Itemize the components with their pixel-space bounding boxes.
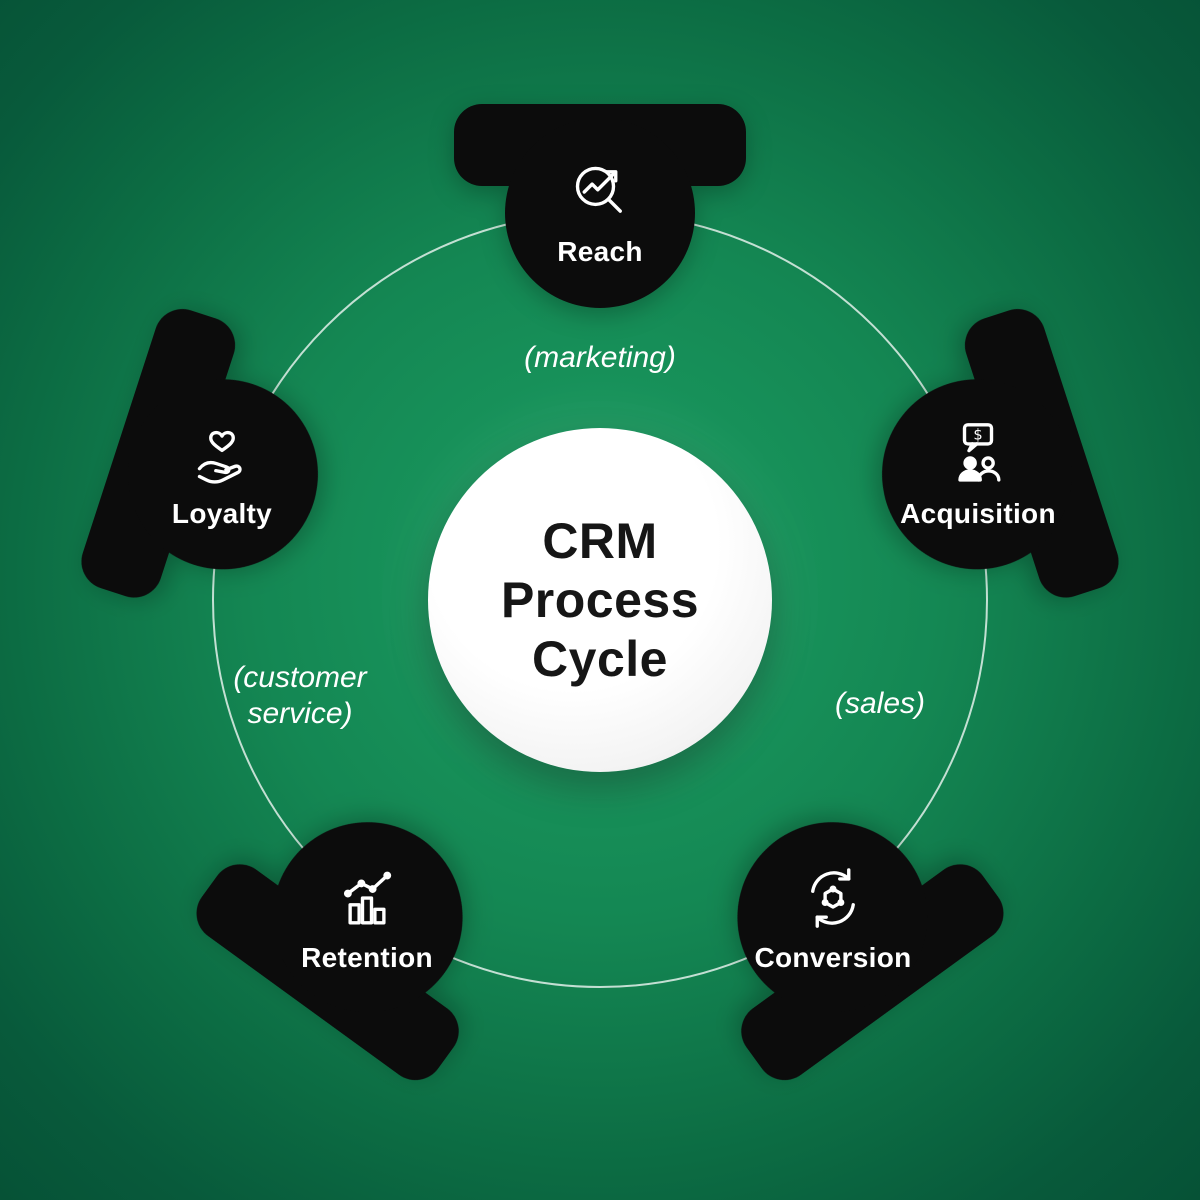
sync-arrows-hexagon-icon: [797, 862, 869, 934]
node-retention-label: Retention: [301, 942, 433, 973]
connector-label-marketing: (marketing): [524, 341, 676, 374]
people-dollar-chat-icon: $: [942, 418, 1014, 490]
center-circle: CRM Process Cycle: [428, 428, 772, 772]
node-loyalty: Loyalty: [72, 301, 372, 624]
node-conversion-label: Conversion: [754, 942, 912, 973]
title-line-2: Process: [500, 571, 700, 628]
node-conversion: Conversion: [683, 768, 1015, 1092]
search-trend-icon: [564, 156, 636, 228]
node-acquisition: $ Acquisition: [828, 301, 1128, 624]
connector-label-customer-service: (customer service): [233, 661, 367, 730]
node-reach: Reach: [450, 62, 750, 362]
title-line-3: Cycle: [532, 630, 668, 687]
bar-chart-growth-icon: [331, 862, 403, 934]
node-reach-label: Reach: [557, 236, 643, 267]
node-loyalty-label: Loyalty: [171, 498, 273, 529]
node-retention: Retention: [185, 768, 517, 1092]
title-line-1: CRM: [542, 512, 658, 569]
svg-text:$: $: [973, 426, 982, 443]
diagram-title: CRM Process Cycle: [501, 512, 699, 689]
node-reach-shape: [450, 62, 750, 362]
hand-heart-icon: [186, 418, 258, 490]
node-acquisition-label: Acquisition: [900, 498, 1056, 529]
connector-label-sales: (sales): [834, 687, 925, 720]
